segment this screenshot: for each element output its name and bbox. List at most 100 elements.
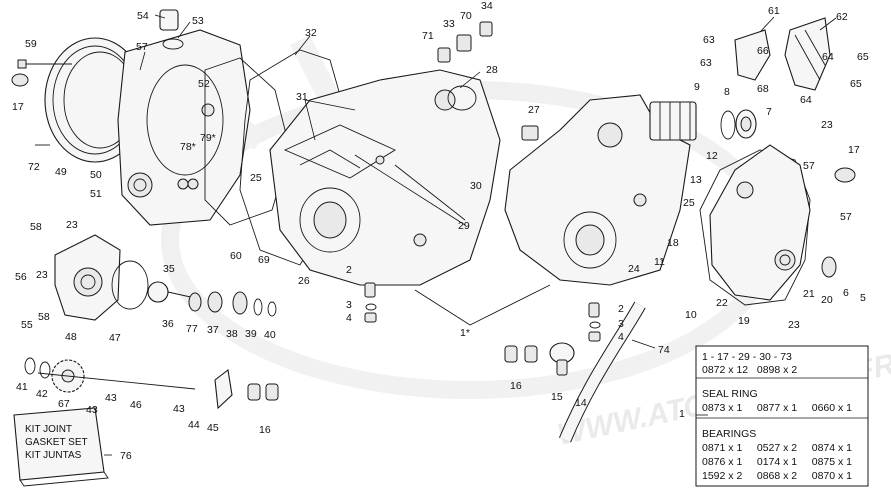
- nut-4-left: [364, 312, 377, 323]
- label-20: 20: [821, 294, 833, 306]
- label-58-b: 58: [38, 311, 50, 323]
- label-27: 27: [528, 104, 540, 116]
- gasket-47: [111, 260, 149, 310]
- label-40: 40: [264, 329, 276, 341]
- label-74: 74: [658, 344, 670, 356]
- washer-3-left: [365, 303, 377, 311]
- label-57-b: 57: [803, 160, 815, 172]
- label-51: 51: [90, 188, 102, 200]
- label-21: 21: [803, 288, 815, 300]
- label-37: 37: [207, 324, 219, 336]
- label-63-b: 63: [700, 57, 712, 69]
- label-26: 26: [298, 275, 310, 287]
- label-25-b: 25: [683, 197, 695, 209]
- label-59: 59: [25, 38, 37, 50]
- clutch-cover: [117, 29, 251, 226]
- label-57-c: 57: [840, 211, 852, 223]
- label-18: 18: [667, 237, 679, 249]
- label-22: 22: [716, 297, 728, 309]
- plug-20: [821, 256, 837, 278]
- bearings-codes-2: 0876 x 1 0174 x 1 0875 x 1: [702, 456, 852, 468]
- label-67: 67: [58, 398, 70, 410]
- label-2-b: 2: [618, 303, 624, 315]
- filter-cover-7: [735, 109, 757, 139]
- label-66: 66: [757, 45, 769, 57]
- nut-4-right: [588, 331, 601, 342]
- label-11: 11: [654, 256, 665, 268]
- part-numbers: 54 53 59 57 17 52 72 49 50 78* 79* 51 25…: [12, 0, 869, 462]
- bearings-codes-1: 0871 x 1 0527 x 2 0874 x 1: [702, 442, 852, 454]
- ignition-cover-gasket: [699, 149, 811, 306]
- label-23-d: 23: [36, 269, 48, 281]
- plug-17-right: [834, 167, 856, 183]
- label-58: 58: [30, 221, 42, 233]
- label-62: 62: [836, 11, 848, 23]
- kit-line-2: GASKET SET: [25, 437, 88, 448]
- table-header-parts: 1 - 17 - 29 - 30 - 73: [702, 351, 792, 363]
- guard-62: [784, 17, 831, 91]
- label-23-c: 23: [66, 219, 78, 231]
- label-6: 6: [843, 287, 849, 299]
- ignition-cover: [709, 144, 811, 301]
- label-34: 34: [481, 0, 493, 12]
- label-65: 65: [857, 51, 869, 63]
- breather-15: [549, 342, 575, 376]
- label-53: 53: [192, 15, 204, 27]
- label-72: 72: [28, 161, 40, 173]
- label-57: 57: [136, 41, 148, 53]
- label-71: 71: [422, 30, 434, 42]
- label-17-b: 17: [848, 144, 860, 156]
- label-23-b: 23: [788, 319, 800, 331]
- label-61: 61: [768, 5, 780, 17]
- label-3: 3: [346, 299, 352, 311]
- label-65-b: 65: [850, 78, 862, 90]
- bearings-title: BEARINGS: [702, 428, 756, 440]
- label-19: 19: [738, 315, 750, 327]
- label-79: 79*: [200, 132, 216, 144]
- spring-group-33-34: [437, 21, 493, 63]
- label-1-star: 1*: [460, 327, 470, 339]
- crankcase-right-half: [504, 94, 691, 286]
- label-39: 39: [245, 328, 257, 340]
- label-43: 43: [86, 404, 98, 416]
- circlips-41-42: [24, 357, 51, 379]
- label-36: 36: [162, 318, 174, 330]
- kit-line-1: KIT JOINT: [25, 424, 72, 435]
- label-63: 63: [703, 34, 715, 46]
- label-50: 50: [90, 169, 102, 181]
- label-42: 42: [36, 388, 48, 400]
- label-47: 47: [109, 332, 121, 344]
- label-8: 8: [724, 86, 730, 98]
- label-35: 35: [163, 263, 175, 275]
- label-3-b: 3: [618, 318, 624, 330]
- label-76: 76: [120, 450, 132, 462]
- label-30: 30: [470, 180, 482, 192]
- label-13: 13: [690, 174, 702, 186]
- label-49: 49: [55, 166, 67, 178]
- label-7: 7: [766, 106, 772, 118]
- seal-plate-45: [214, 369, 233, 410]
- label-64: 64: [822, 51, 834, 63]
- label-56: 56: [15, 271, 27, 283]
- plug-17-left: [11, 73, 29, 87]
- hose-74: [559, 301, 646, 443]
- bushings-16-left: [247, 383, 279, 401]
- label-25: 25: [250, 172, 262, 184]
- dowel-2-right: [588, 302, 600, 318]
- shift-shaft-46: [37, 372, 196, 390]
- label-16-b: 16: [259, 424, 271, 436]
- label-45: 45: [207, 422, 219, 434]
- bushings-16-right: [504, 345, 538, 363]
- oil-filter-9: [649, 101, 697, 141]
- label-41: 41: [16, 381, 28, 393]
- label-16: 16: [510, 380, 522, 392]
- label-43-c: 43: [173, 403, 185, 415]
- label-24: 24: [628, 263, 640, 275]
- label-4-b: 4: [618, 331, 624, 343]
- label-33: 33: [443, 18, 455, 30]
- leader-lines: [104, 14, 837, 456]
- seal-ring-title: SEAL RING: [702, 388, 758, 400]
- label-54: 54: [137, 10, 149, 22]
- label-70: 70: [460, 10, 472, 22]
